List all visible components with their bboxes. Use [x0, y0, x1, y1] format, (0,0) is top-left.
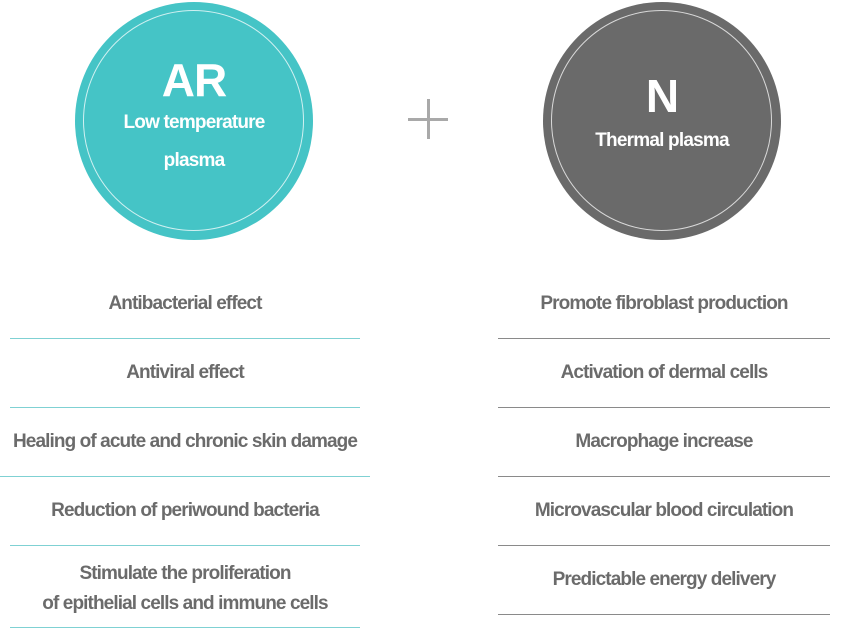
ar-name-line1: Low temperature — [123, 112, 265, 133]
effect-label: Activation of dermal cells — [560, 362, 769, 383]
n-effects-list: Promote fibroblast production Activation… — [498, 270, 830, 615]
ar-effects-list: Antibacterial effect Antiviral effect He… — [0, 270, 370, 628]
effect-label: Macrophage increase — [575, 431, 753, 452]
n-circle: N Thermal plasma — [543, 2, 781, 240]
plus-icon — [408, 99, 448, 139]
effect-label: Microvascular blood circulation — [534, 500, 794, 521]
effect-label: Reduction of periwound bacteria — [51, 500, 320, 521]
list-item: Healing of acute and chronic skin damage — [0, 408, 370, 477]
effect-label-line1: Stimulate the proliferation — [79, 562, 291, 584]
effect-label-line2: of epithelial cells and immune cells — [42, 592, 328, 614]
effect-label: Promote fibroblast production — [540, 293, 788, 314]
list-item: Predictable energy delivery — [498, 546, 830, 615]
n-abbr: N — [645, 70, 679, 122]
effect-label: Antiviral effect — [126, 362, 244, 383]
ar-circle: AR Low temperature plasma — [75, 2, 313, 240]
list-item: Promote fibroblast production — [498, 270, 830, 339]
list-item: Activation of dermal cells — [498, 339, 830, 408]
list-item: Antibacterial effect — [10, 270, 360, 339]
n-name: Thermal plasma — [595, 130, 729, 151]
list-item: Antiviral effect — [10, 339, 360, 408]
ar-name-line2: plasma — [163, 150, 225, 171]
list-item: Microvascular blood circulation — [498, 477, 830, 546]
effect-label: Antibacterial effect — [108, 293, 262, 314]
effect-label: Stimulate the proliferation of epithelia… — [42, 559, 328, 619]
ar-abbr: AR — [161, 54, 227, 106]
list-item: Reduction of periwound bacteria — [10, 477, 360, 546]
list-item: Stimulate the proliferation of epithelia… — [10, 546, 360, 628]
effect-label: Healing of acute and chronic skin damage — [12, 431, 358, 452]
list-item: Macrophage increase — [498, 408, 830, 477]
effect-label: Predictable energy delivery — [552, 569, 777, 590]
